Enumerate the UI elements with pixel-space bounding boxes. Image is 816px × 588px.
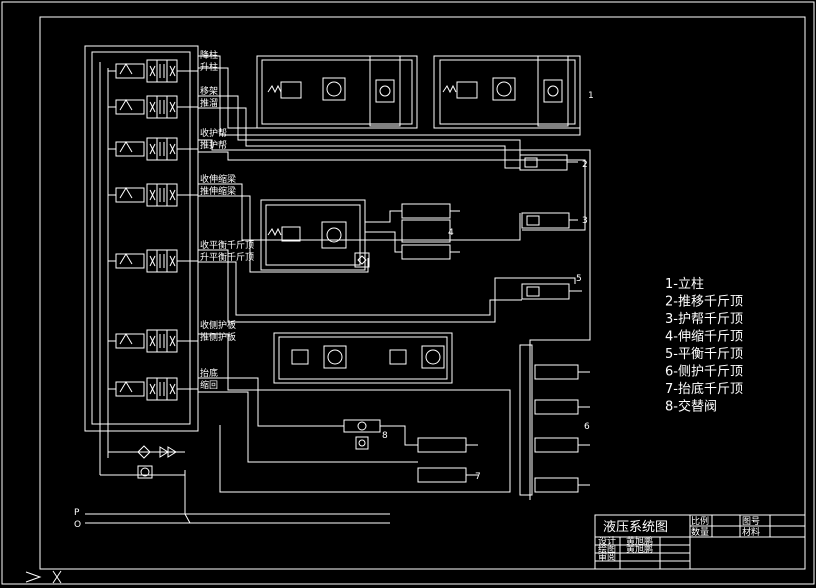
control-valve bbox=[108, 137, 198, 161]
check-valve-icon bbox=[159, 446, 169, 458]
control-valve bbox=[108, 95, 198, 119]
filter-assembly bbox=[100, 445, 185, 479]
relief-valve-icon bbox=[281, 226, 301, 242]
valve-stack: 降柱升柱移架推溜收护帮推护帮收伸缩梁推伸缩梁收平衡千斤顶升平衡千斤顶收侧护板推侧… bbox=[108, 49, 254, 401]
component-number-8: 8 bbox=[382, 431, 388, 441]
count-label: 数量 bbox=[691, 526, 709, 538]
component-number-1: 1 bbox=[588, 91, 594, 101]
control-valve bbox=[108, 183, 198, 207]
control-valve bbox=[108, 59, 198, 83]
draw-label: 绘图 bbox=[598, 543, 616, 555]
supply-label-o: O bbox=[74, 520, 81, 530]
valve-label-bottom: 缩回 bbox=[200, 379, 218, 391]
relief-valve-icon bbox=[280, 81, 302, 99]
legend-item: 6-侧护千斤顶 bbox=[665, 365, 743, 380]
valve-label-top: 收侧护板 bbox=[200, 319, 236, 331]
legend-item: 4-伸缩千斤顶 bbox=[665, 329, 743, 345]
component-number-4: 4 bbox=[448, 228, 454, 238]
filter-icon bbox=[137, 445, 151, 459]
valve-label-top: 降柱 bbox=[200, 49, 218, 61]
column-cylinder bbox=[537, 55, 569, 127]
valve-label-top: 收护帮 bbox=[200, 127, 227, 139]
legend-item: 1-立柱 bbox=[665, 277, 704, 292]
ucs-icon bbox=[25, 570, 62, 584]
valve-label-bottom: 推溜 bbox=[200, 97, 218, 109]
control-valve bbox=[108, 329, 198, 353]
supply-lines: P O bbox=[74, 470, 390, 530]
material-label: 材料 bbox=[742, 526, 760, 538]
side-guard-cylinders: 6 bbox=[519, 344, 590, 496]
design-label: 设计 bbox=[598, 535, 616, 547]
component-number-5: 5 bbox=[576, 274, 582, 284]
valve-label-bottom: 升平衡千斤顶 bbox=[200, 251, 254, 263]
pressure-valve-icon bbox=[137, 465, 153, 479]
supply-label-p: P bbox=[74, 508, 80, 518]
extension-group: 4 bbox=[260, 199, 460, 271]
valve-label-bottom: 推护帮 bbox=[200, 139, 227, 151]
component-number-7: 7 bbox=[475, 472, 481, 482]
valve-label-top: 收伸缩梁 bbox=[200, 173, 236, 185]
legend-item: 7-抬底千斤顶 bbox=[665, 381, 743, 397]
legend-item: 2-推移千斤顶 bbox=[665, 295, 743, 310]
pipes-middle bbox=[198, 139, 591, 500]
hydraulic-lock-icon bbox=[323, 345, 347, 369]
relief-valve-icon bbox=[456, 81, 478, 99]
hydraulic-lock-icon bbox=[322, 77, 346, 101]
relief-valve-icon bbox=[291, 349, 309, 365]
ratio-label: 比例 bbox=[691, 515, 709, 527]
legend: 1-立柱 2-推移千斤顶 3-护帮千斤顶 4-伸缩千斤顶 5-平衡千斤顶 6-侧护千斤顶7… bbox=[665, 277, 743, 415]
column-cylinder bbox=[369, 55, 401, 127]
cylinders-right: 2 3 5 bbox=[519, 154, 588, 300]
valve-label-top: 收平衡千斤顶 bbox=[200, 239, 254, 251]
review-label: 审阅 bbox=[598, 551, 616, 563]
drawing-title: 液压系统图 bbox=[603, 520, 668, 535]
relief-valve-icon bbox=[389, 349, 407, 365]
legend-item: 5-平衡千斤顶 bbox=[665, 347, 743, 362]
design-name: 黄旭鹏 bbox=[626, 535, 653, 547]
valve-label-bottom: 升柱 bbox=[200, 61, 218, 73]
column-group: 1 bbox=[256, 55, 594, 129]
valve-label-top: 移架 bbox=[200, 85, 218, 97]
valve-label-top: 抬底 bbox=[200, 367, 218, 379]
base-lift-group: 8 7 bbox=[198, 333, 511, 493]
legend-item: 3-护帮千斤顶 bbox=[665, 312, 743, 327]
hydraulic-lock-icon bbox=[492, 77, 516, 101]
balance-side-group bbox=[273, 332, 453, 384]
draw-name: 黄旭鹏 bbox=[626, 543, 653, 555]
title-block: 液压系统图 比例 数量 图号 材料 设计 黄旭鹏 绘图 黄旭鹏 审阅 bbox=[594, 514, 806, 570]
component-number-6: 6 bbox=[584, 422, 590, 432]
valve-label-bottom: 推侧护板 bbox=[200, 331, 236, 343]
control-valve bbox=[108, 249, 198, 273]
drawing-no-label: 图号 bbox=[742, 516, 760, 527]
legend-item: 8-交替阀 bbox=[665, 399, 717, 415]
pipes-upper bbox=[198, 55, 581, 169]
valve-label-bottom: 推伸缩梁 bbox=[200, 185, 236, 197]
control-valve bbox=[108, 377, 198, 401]
valve-bank bbox=[84, 45, 199, 475]
hydraulic-lock-icon bbox=[421, 345, 445, 369]
hydraulic-lock-icon bbox=[321, 221, 347, 249]
